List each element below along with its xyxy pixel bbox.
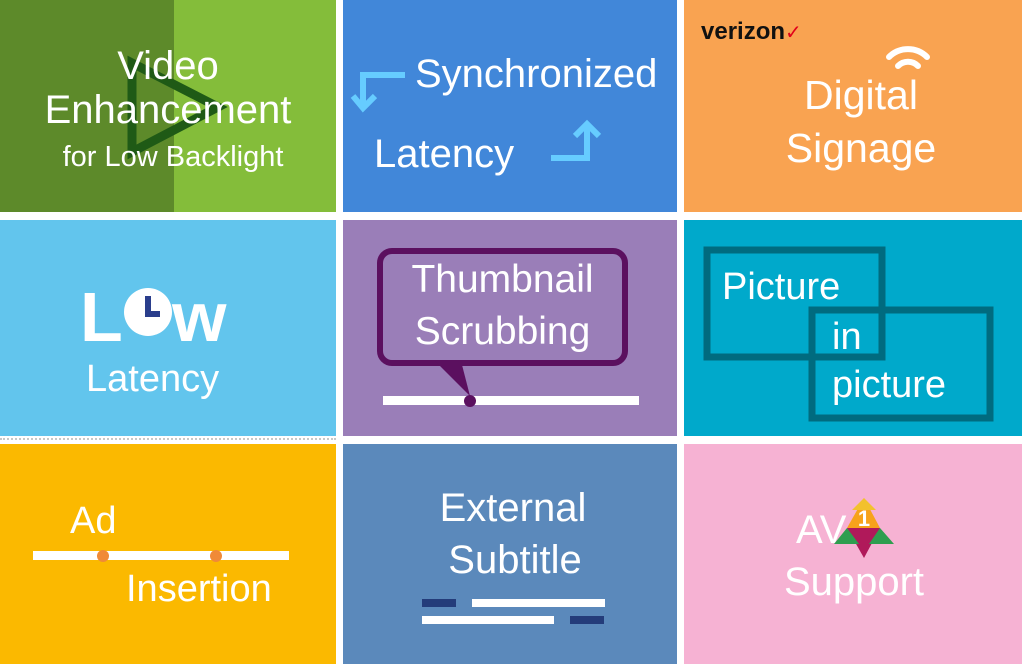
subtitle-line1: External	[439, 486, 587, 530]
clock-icon	[124, 288, 172, 336]
sync-word1: Synchronized	[415, 52, 658, 96]
tile-ad-insertion[interactable]: Ad Insertion	[0, 444, 336, 664]
thumb-line1: Thumbnail	[411, 258, 594, 301]
ad-line2: Insertion	[126, 568, 272, 610]
video-title-line1: Video	[117, 44, 219, 88]
low-big-w: w	[172, 278, 227, 356]
ad-timeline-bar	[33, 551, 289, 560]
scrub-handle	[464, 395, 476, 407]
tile-video-enhancement[interactable]: Video Enhancement for Low Backlight	[0, 0, 336, 212]
tile-av1-support[interactable]: AV 1 Support	[684, 444, 1022, 664]
tile-picture-in-picture[interactable]: Picture in picture	[684, 220, 1022, 436]
video-title-line2: Enhancement	[44, 88, 292, 132]
timeline-markers-icon	[33, 550, 289, 562]
ad-line1: Ad	[70, 500, 117, 542]
pip-line2: in	[832, 316, 862, 358]
arrow-down-left-icon	[350, 72, 405, 113]
ad-marker-1	[97, 550, 109, 562]
arrow-up-icon	[551, 119, 602, 161]
video-title-line3: for Low Backlight	[62, 141, 284, 173]
play-triangle-icon	[127, 55, 228, 160]
low-line2: Latency	[86, 358, 220, 400]
verizon-logo: verizon✓	[701, 20, 802, 44]
pip-frames-icon	[703, 246, 994, 422]
low-big-l: L	[80, 278, 123, 356]
sync-arrows	[350, 72, 602, 161]
ad-marker-2	[210, 550, 222, 562]
scrub-bar	[383, 396, 639, 405]
speech-bubble-icon	[377, 248, 639, 407]
sync-word2: Latency	[374, 132, 515, 176]
tile-external-subtitle[interactable]: External Subtitle	[343, 444, 677, 664]
tile-synchronized-latency[interactable]: Synchronized Latency	[343, 0, 677, 212]
subtitle-line2: Subtitle	[448, 538, 582, 582]
tile-low-latency[interactable]: L w Latency	[0, 220, 336, 436]
av1-logo-icon	[834, 498, 894, 558]
verizon-wordmark: verizon	[701, 18, 786, 45]
thumb-line2: Scrubbing	[414, 310, 591, 353]
verizon-check-icon: ✓	[785, 22, 802, 44]
row-separator-dotted	[0, 438, 336, 440]
digital-line2: Signage	[785, 125, 937, 171]
digital-line1: Digital	[804, 72, 918, 118]
subtitle-lines-icon	[422, 599, 605, 624]
pip-line3: picture	[832, 364, 947, 406]
wifi-icon	[886, 46, 930, 69]
pip-line1: Picture	[722, 266, 841, 308]
tile-thumbnail-scrubbing[interactable]: Thumbnail Scrubbing	[343, 220, 677, 436]
av1-logo-number: 1	[857, 506, 871, 531]
tile-digital-signage[interactable]: verizon✓ Digital Signage	[684, 0, 1022, 212]
av1-line2: Support	[783, 560, 925, 604]
tile-dark-panel	[0, 0, 174, 212]
